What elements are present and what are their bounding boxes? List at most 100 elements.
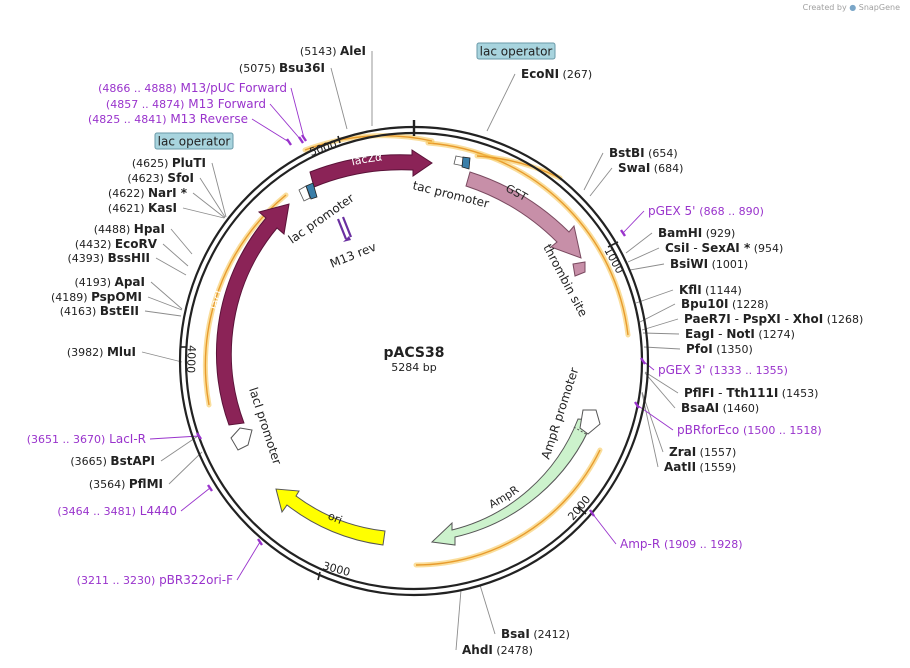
AmpR-feature-arrow[interactable] bbox=[430, 418, 594, 546]
tick-label-4000: 4000 bbox=[184, 345, 198, 373]
lacI-promoter-arrow[interactable] bbox=[230, 427, 253, 451]
site-name: PaeR7I bbox=[684, 312, 731, 326]
site-name: XhoI bbox=[793, 312, 824, 326]
glow-arc-line-GST bbox=[427, 142, 629, 336]
site-label-EagI[interactable]: EagI - NotI (1274) bbox=[685, 327, 795, 341]
site-name: EagI bbox=[685, 327, 714, 341]
primer-label-pGEX5[interactable]: pGEX 5' (868 .. 890) bbox=[648, 204, 764, 218]
lacZa-feature-arrow[interactable] bbox=[309, 149, 433, 188]
thrombin-site-label: thrombin site bbox=[540, 242, 590, 319]
primer-name: L4440 bbox=[140, 504, 177, 518]
glow-arc-line-tac bbox=[476, 155, 561, 179]
site-label-PspOMI[interactable]: (4189) PspOMI bbox=[51, 290, 142, 304]
primer-label-M13Forward[interactable]: (4857 .. 4874) M13 Forward bbox=[106, 97, 266, 111]
tick-4000: 4000 bbox=[180, 345, 198, 373]
site-label-SfoI[interactable]: (4623) SfoI bbox=[127, 171, 194, 185]
site-position: (3665) bbox=[70, 455, 110, 468]
site-label-AatII[interactable]: AatII (1559) bbox=[664, 460, 736, 474]
site-label-PluTI[interactable]: (4625) PluTI bbox=[132, 156, 206, 170]
watermark-prefix: Created by bbox=[802, 3, 847, 12]
lacI-feature-arrow[interactable] bbox=[215, 203, 290, 426]
leader-line-ZraI bbox=[641, 391, 664, 453]
site-label-AleI[interactable]: (5143) AleI bbox=[300, 44, 366, 58]
primer-range: (4825 .. 4841) bbox=[88, 113, 167, 126]
primer-label-LacIR[interactable]: (3651 .. 3670) LacI-R bbox=[27, 432, 146, 446]
site-label-MluI[interactable]: (3982) MluI bbox=[67, 345, 136, 359]
lac-operator-box-2[interactable]: lac operator bbox=[154, 132, 234, 150]
leader-line-AhdI bbox=[455, 589, 462, 651]
site-label-BsaI[interactable]: BsaI (2412) bbox=[501, 627, 570, 641]
primer-name: M13 Forward bbox=[188, 97, 266, 111]
site-label-KasI[interactable]: (4621) KasI bbox=[108, 201, 177, 215]
primer-leader-L4440 bbox=[180, 487, 211, 512]
site-position: (4622) bbox=[108, 187, 148, 200]
lac-promoter-symbol[interactable] bbox=[298, 182, 318, 202]
site-position: (1559) bbox=[696, 461, 736, 474]
site-name: SfoI bbox=[167, 171, 194, 185]
site-name: Bsu36I bbox=[279, 61, 325, 75]
site-label-BstEII[interactable]: (4163) BstEII bbox=[60, 304, 139, 318]
site-label-KflI[interactable]: KflI (1144) bbox=[679, 283, 742, 297]
lacI-label: lacI bbox=[207, 289, 225, 311]
site-position: (1557) bbox=[696, 446, 736, 459]
leader-line-EcoNI bbox=[486, 73, 516, 132]
site-label-EcoNI[interactable]: EcoNI (267) bbox=[521, 67, 592, 81]
leader-line-BamHI bbox=[625, 232, 653, 254]
site-label-BstBI[interactable]: BstBI (654) bbox=[609, 146, 678, 160]
primer-label-M13Reverse[interactable]: (4825 .. 4841) M13 Reverse bbox=[88, 112, 248, 126]
ori-feature-arrow[interactable] bbox=[275, 488, 386, 546]
primer-range: (3464 .. 3481) bbox=[57, 505, 136, 518]
site-label-ApaI[interactable]: (4193) ApaI bbox=[74, 275, 145, 289]
lac-operator-box-1[interactable]: lac operator bbox=[476, 42, 556, 60]
site-label-BsaAI[interactable]: BsaAI (1460) bbox=[681, 401, 759, 415]
site-label-Bpu10I[interactable]: Bpu10I (1228) bbox=[681, 297, 769, 311]
primer-label-pBR322oriF[interactable]: (3211 .. 3230) pBR322ori-F bbox=[77, 573, 233, 587]
thrombin-site-feature[interactable] bbox=[572, 261, 586, 277]
site-name: KflI bbox=[679, 283, 702, 297]
primer-label-pBRforEco[interactable]: pBRforEco (1500 .. 1518) bbox=[677, 423, 822, 437]
M13-rev-primer-arrows[interactable] bbox=[336, 216, 353, 242]
site-name: PflMI bbox=[129, 477, 163, 491]
leader-line-CsiI bbox=[627, 247, 660, 263]
site-label-Bsu36I[interactable]: (5075) Bsu36I bbox=[239, 61, 325, 75]
site-label-BssHII[interactable]: (4393) BssHII bbox=[68, 251, 150, 265]
GST-feature-arrow[interactable] bbox=[465, 171, 582, 259]
site-label-SwaI[interactable]: SwaI (684) bbox=[618, 161, 683, 175]
leader-line-KflI bbox=[635, 289, 674, 304]
site-label-PflFI[interactable]: PflFI - Tth111I (1453) bbox=[684, 386, 818, 400]
leader-line-NarI bbox=[192, 192, 226, 219]
site-position: (4393) bbox=[68, 252, 108, 265]
site-label-ZraI[interactable]: ZraI (1557) bbox=[669, 445, 736, 459]
site-label-BstAPI[interactable]: (3665) BstAPI bbox=[70, 454, 155, 468]
site-label-PfoI[interactable]: PfoI (1350) bbox=[686, 342, 753, 356]
site-position: (954) bbox=[750, 242, 783, 255]
site-label-PaeR7I[interactable]: PaeR7I - PspXI - XhoI (1268) bbox=[684, 312, 863, 326]
tac-promoter-symbol[interactable] bbox=[453, 155, 471, 170]
primer-label-M13pUCForward[interactable]: (4866 .. 4888) M13/pUC Forward bbox=[98, 81, 287, 95]
site-label-BamHI[interactable]: BamHI (929) bbox=[658, 226, 735, 240]
site-label-BsiWI[interactable]: BsiWI (1001) bbox=[670, 257, 748, 271]
primer-label-AmpR[interactable]: Amp-R (1909 .. 1928) bbox=[620, 537, 743, 551]
primer-label-L4440[interactable]: (3464 .. 3481) L4440 bbox=[57, 504, 177, 518]
primer-name: M13 Reverse bbox=[170, 112, 248, 126]
site-label-NarI[interactable]: (4622) NarI * bbox=[108, 186, 188, 200]
primer-range: (1500 .. 1518) bbox=[743, 424, 822, 437]
site-position: (3564) bbox=[89, 478, 129, 491]
site-position: (1460) bbox=[719, 402, 759, 415]
site-label-HpaI[interactable]: (4488) HpaI bbox=[94, 222, 165, 236]
site-name: SwaI bbox=[618, 161, 650, 175]
primer-label-pGEX3[interactable]: pGEX 3' (1333 .. 1355) bbox=[658, 363, 788, 377]
leader-line-HpaI bbox=[170, 228, 193, 255]
site-label-PflMI[interactable]: (3564) PflMI bbox=[89, 477, 163, 491]
leader-line-SwaI bbox=[589, 167, 613, 197]
leader-line-BstBI bbox=[583, 152, 604, 191]
AmpR-promoter-arrow[interactable] bbox=[579, 409, 601, 435]
site-position: (4189) bbox=[51, 291, 91, 304]
site-label-EcoRV[interactable]: (4432) EcoRV bbox=[75, 237, 158, 251]
site-label-CsiI[interactable]: CsiI - SexAI * (954) bbox=[665, 241, 783, 255]
site-separator: - bbox=[714, 327, 726, 341]
site-position: (2412) bbox=[530, 628, 570, 641]
site-name: AhdI bbox=[462, 643, 493, 657]
site-position: (1144) bbox=[702, 284, 742, 297]
site-label-AhdI[interactable]: AhdI (2478) bbox=[462, 643, 533, 657]
